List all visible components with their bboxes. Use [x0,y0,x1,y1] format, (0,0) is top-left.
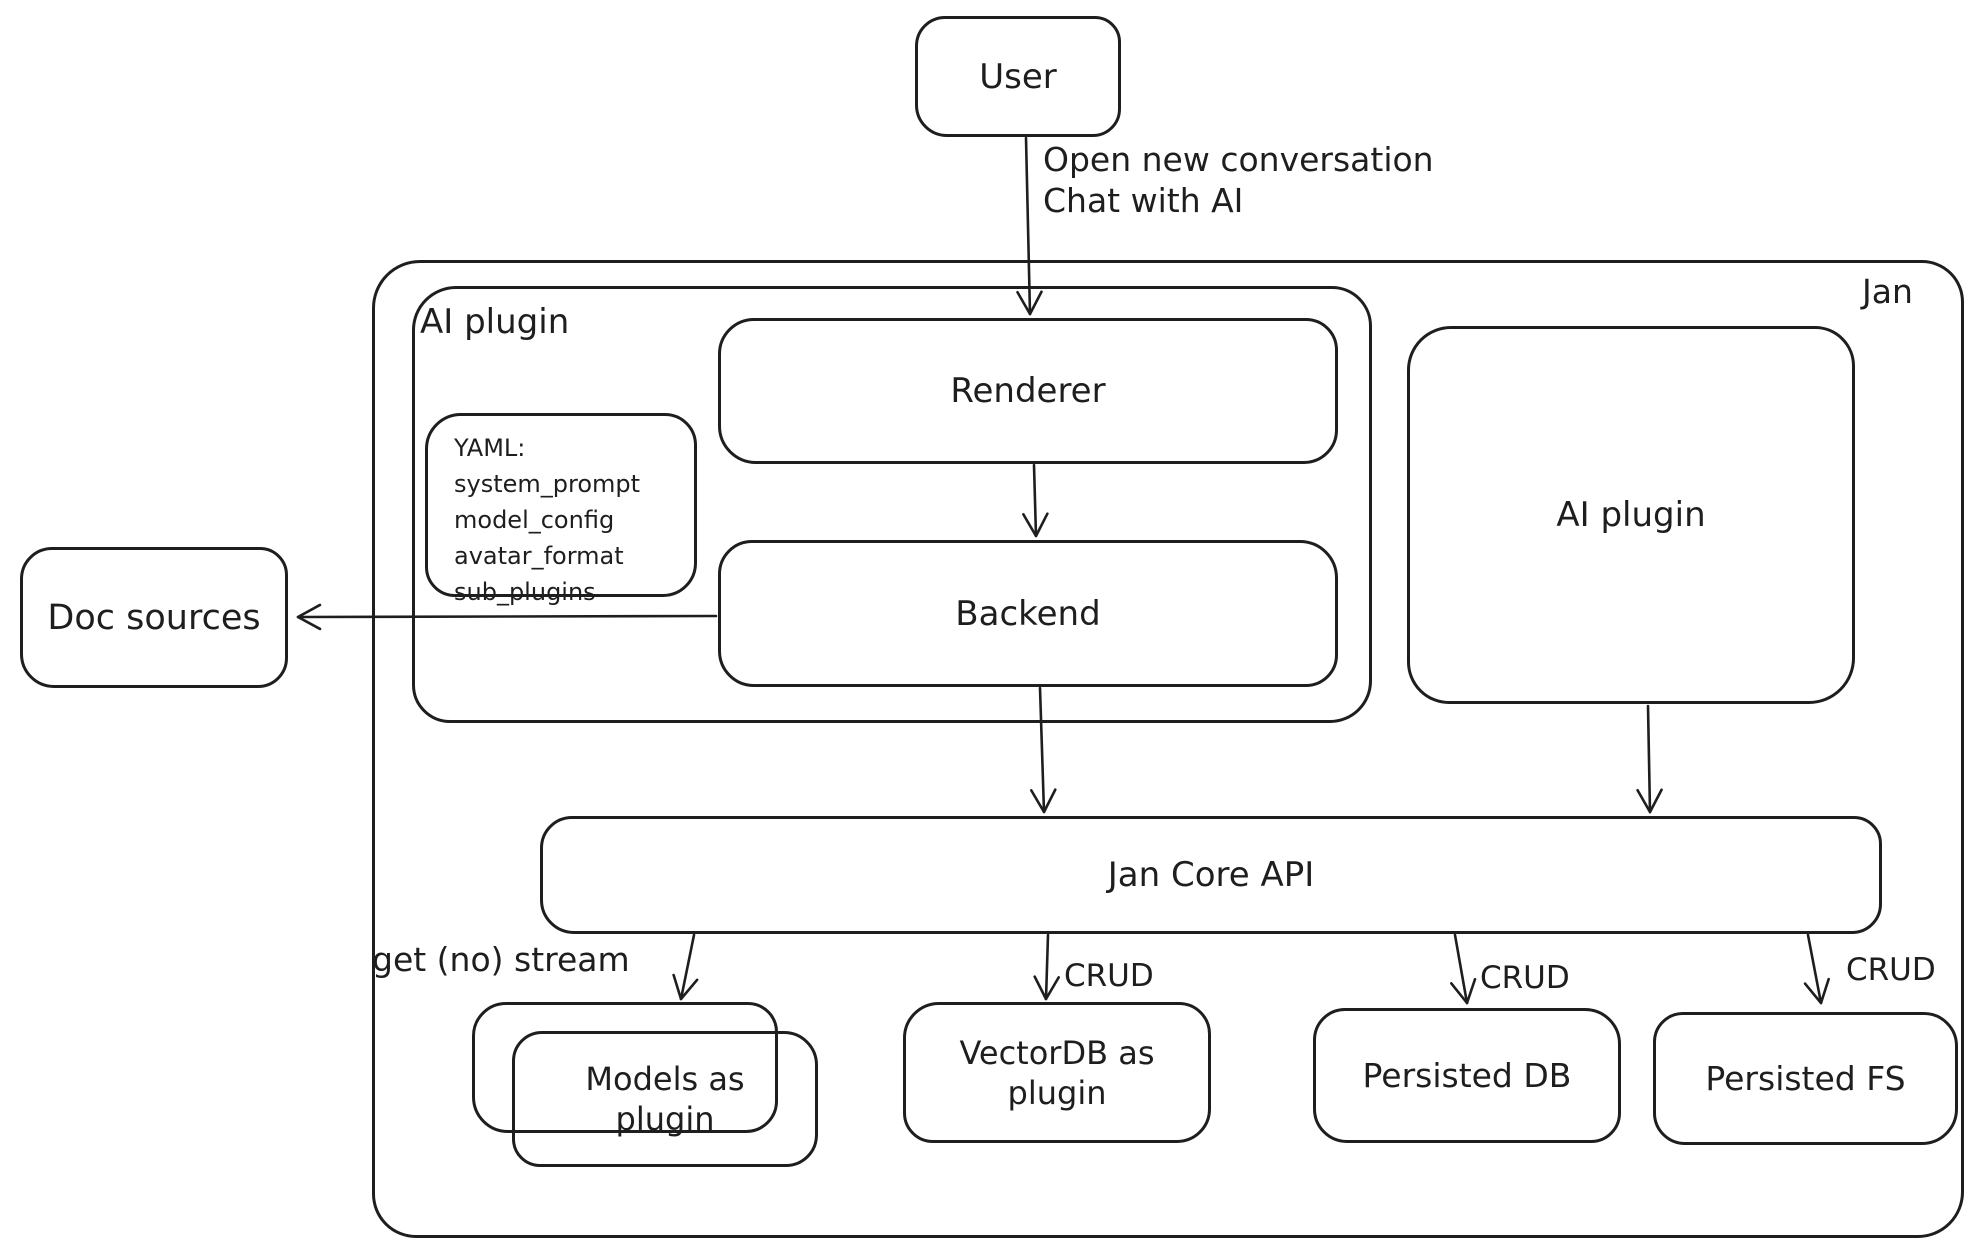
node-models-as-plugin-back-box [472,1002,778,1133]
node-ai-plugin-right-label: AI plugin [1556,495,1706,535]
node-persisted-db-label: Persisted DB [1362,1056,1572,1095]
edge-label-user-action: Open new conversation Chat with AI [1043,139,1434,221]
node-vectordb-as-plugin-label: VectorDB as plugin [959,1033,1155,1112]
node-renderer-label: Renderer [950,371,1106,411]
node-backend-label: Backend [955,593,1101,634]
node-user-label: User [979,56,1057,97]
node-user: User [915,16,1121,137]
yaml-note-line: model_config [454,506,615,534]
ai-plugin-container-title: AI plugin [420,302,570,342]
edge-label-user-action-line2: Chat with AI [1043,181,1244,220]
node-doc-sources: Doc sources [20,547,288,688]
node-yaml-note: YAML: system_prompt model_config avatar_… [425,413,697,606]
node-jan-core-api-label: Jan Core API [1107,855,1315,895]
yaml-note-line: sub_plugins [454,578,596,606]
node-jan-core-api: Jan Core API [540,816,1882,934]
edge-label-get-no-stream: get (no) stream [372,940,630,979]
jan-container-box [372,260,1964,1238]
node-persisted-fs-label: Persisted FS [1705,1059,1906,1098]
edge-label-crud-persisted-db: CRUD [1480,960,1570,996]
node-persisted-db: Persisted DB [1313,1008,1621,1143]
ai-plugin-container-box [412,286,1372,723]
node-vectordb-as-plugin: VectorDB as plugin [903,1002,1211,1143]
yaml-note-line: system_prompt [454,470,641,498]
edge-label-crud-vectordb: CRUD [1064,958,1154,994]
node-models-as-plugin-label: Models as plugin [585,1060,745,1138]
jan-container-title: Jan [1862,272,1913,311]
node-renderer: Renderer [718,318,1338,464]
edge-label-crud-persisted-fs: CRUD [1846,952,1936,988]
node-persisted-fs: Persisted FS [1653,1012,1958,1145]
edge-label-user-action-line1: Open new conversation [1043,140,1434,179]
node-ai-plugin-right: AI plugin [1407,326,1855,704]
node-models-as-plugin: Models as plugin [512,1031,818,1167]
yaml-note-title: YAML: [454,434,526,462]
yaml-note-line: avatar_format [454,542,624,570]
node-doc-sources-label: Doc sources [47,597,261,638]
node-backend: Backend [718,540,1338,687]
